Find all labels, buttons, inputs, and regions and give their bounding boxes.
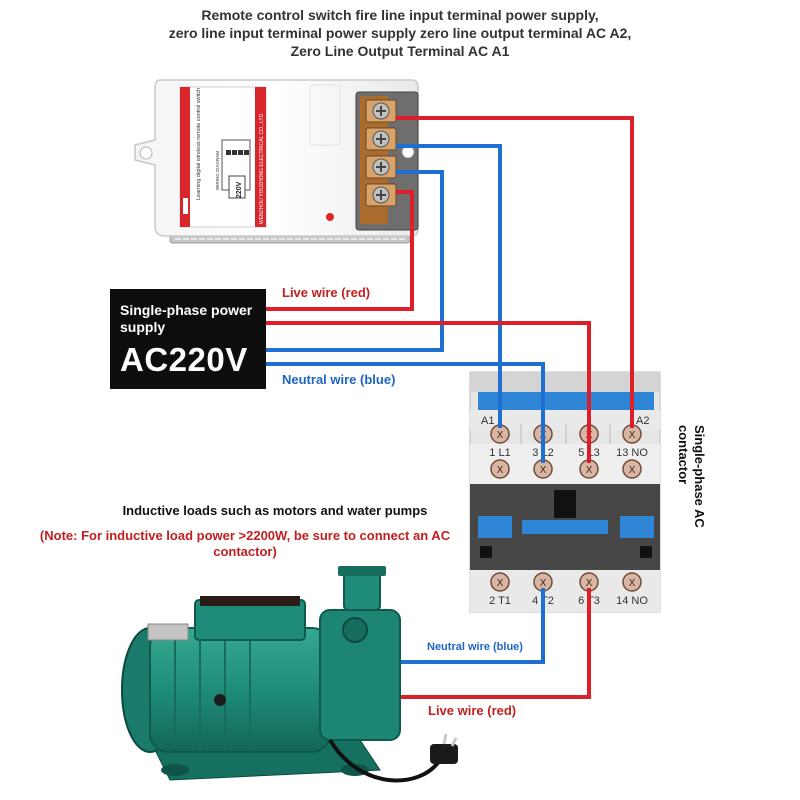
remote-voltage-text: 220V	[236, 181, 243, 198]
terminal-label-13-no: 13 NO	[616, 447, 648, 459]
contactor-label-a1: A1	[481, 415, 494, 427]
neutral-wire-label-bottom: Neutral wire (blue)	[427, 641, 523, 653]
contactor-label-a2: A2	[636, 415, 649, 427]
load-note: (Note: For inductive load power >2200W, …	[39, 528, 451, 559]
remote-control-module: Learning digital wireless remote control…	[134, 79, 419, 244]
live-wire-supply-to-l3	[266, 321, 591, 463]
neutral-wire-label-top: Neutral wire (blue)	[282, 372, 396, 387]
neutral-wire-remote-to-supply	[266, 170, 444, 352]
water-pump-motor	[121, 566, 458, 783]
contactor-label: Single-phase AC contactor	[676, 425, 707, 528]
svg-text:X: X	[586, 578, 593, 589]
neutral-wire-supply-to-l2	[266, 362, 545, 463]
title-line-1: Remote control switch fire line input te…	[201, 7, 599, 23]
load-title: Inductive loads such as motors and water…	[122, 503, 428, 518]
power-supply-box: Single-phase power supply AC220V	[110, 289, 266, 389]
pump-impeller-cover-icon	[342, 617, 368, 643]
svg-text:X: X	[497, 578, 504, 589]
power-supply-voltage: AC220V	[120, 341, 248, 378]
live-wire-remote-to-supply	[266, 190, 414, 311]
terminal-label-2-t1: 2 T1	[489, 595, 511, 607]
status-led-icon	[326, 213, 334, 221]
live-wire-label-top: Live wire (red)	[282, 285, 371, 300]
remote-terminals	[365, 99, 397, 207]
svg-text:X: X	[629, 465, 636, 476]
wires	[266, 116, 634, 699]
svg-text:X: X	[629, 430, 636, 441]
live-wire-label-bottom: Live wire (red)	[428, 703, 517, 718]
live-wire-t3-to-motor	[400, 588, 591, 699]
diagram-title: Remote control switch fire line input te…	[0, 6, 800, 60]
remote-label-text: Learning digital wireless remote control…	[196, 88, 202, 200]
title-line-2: zero line input terminal power supply ze…	[168, 25, 632, 41]
wiring-diagram-text: WIRING DIAGRAM	[215, 151, 220, 190]
brand-logo-icon	[183, 198, 188, 214]
power-supply-title: Single-phase power supply	[120, 302, 253, 335]
svg-text:X: X	[540, 465, 547, 476]
terminal-label-1-l1: 1 L1	[489, 447, 510, 459]
ac-contactor: X X X X X X X X X	[469, 371, 661, 613]
power-plug-icon	[430, 744, 458, 764]
live-wire-remote-to-a2	[396, 116, 634, 428]
svg-text:X: X	[540, 578, 547, 589]
contactor-lower-coil-terminals: X X X X	[490, 459, 642, 479]
contactor-output-terminals: X X X X	[490, 572, 642, 592]
title-line-3: Zero Line Output Terminal AC A1	[290, 43, 510, 59]
neutral-wire-t2-to-motor	[400, 588, 545, 664]
svg-text:X: X	[497, 430, 504, 441]
svg-text:X: X	[586, 465, 593, 476]
remote-company-text: WENZHOU YOUZHONG ELECTRICAL CO., LTD	[259, 113, 265, 224]
svg-text:X: X	[497, 465, 504, 476]
terminal-label-14-no: 14 NO	[616, 595, 648, 607]
svg-text:X: X	[629, 578, 636, 589]
neutral-wire-remote-to-a1	[396, 144, 502, 428]
